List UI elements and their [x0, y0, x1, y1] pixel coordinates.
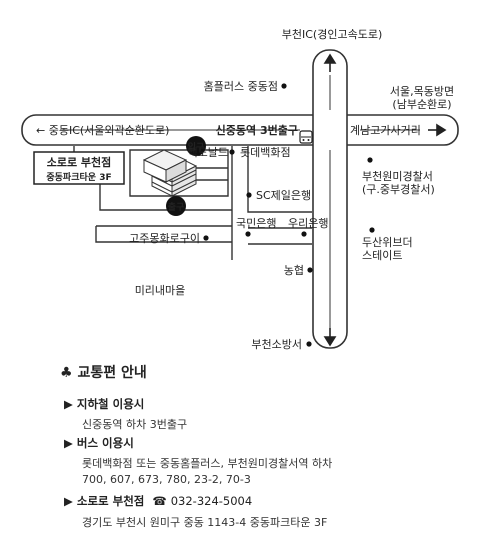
bus-lines-text: 700, 607, 673, 780, 23-2, 70-3 — [82, 473, 251, 486]
subway-text: 신중동역 하차 3번출구 — [82, 418, 188, 431]
bus-heading: ▶ 버스 이용시 — [64, 436, 134, 450]
top-road-label: 부천IC(경인고속도로) — [282, 27, 382, 41]
entrance-badge: 입구 — [186, 136, 206, 156]
triangle-bullet-icon: ▶ — [64, 494, 73, 508]
svg-text:입구: 입구 — [188, 141, 205, 153]
police-label: 부천원미경찰서 — [362, 169, 433, 183]
store-address: 경기도 부천시 원미구 중동 1143-4 중동파크타운 3F — [82, 516, 328, 529]
station-exit-label: 신중동역 3번출구 — [216, 123, 298, 137]
police-sub-label: (구.중부경찰서) — [362, 183, 435, 196]
mirinae-label: 미리내마을 — [135, 284, 186, 297]
seoul-direction-sub: (남부순환로) — [392, 98, 451, 111]
left-road-label: ← 중동IC(서울외곽순환도로) — [36, 124, 169, 137]
store-label-box: 소로로 부천점 중동파크타운 3F — [33, 151, 125, 185]
overpass-label: 계남고가사거리 — [350, 124, 421, 137]
nonghyup-label: 농협 — [284, 264, 304, 277]
subway-icon — [299, 130, 313, 144]
kookmin-label: 국민은행 — [236, 217, 276, 230]
phone-icon: ☎ — [152, 494, 167, 508]
store-building — [142, 149, 198, 197]
lotte-label: 롯데백화점 — [240, 146, 291, 159]
svg-text:출구: 출구 — [168, 201, 185, 213]
direction-arrows — [323, 53, 447, 347]
doosan-label-2: 스테이트 — [362, 249, 402, 262]
store-heading: ▶ 소로로 부천점 ☎ 032-324-5004 — [64, 494, 253, 508]
bus-stops-text: 롯데백화점 또는 중동홈플러스, 부천원미경찰서역 하차 — [82, 457, 333, 470]
doosan-label: 두산위브더 — [362, 236, 413, 249]
store-location: 중동파크타운 3F — [46, 171, 111, 183]
woori-label: 우리은행 — [288, 217, 328, 230]
location-map: 입구 출구 소로로 부천점 중동파크타운 3F — [21, 27, 459, 351]
gogu-label: 고주몽화로구이 — [129, 232, 200, 245]
triangle-bullet-icon: ▶ — [64, 397, 73, 411]
subway-heading: ▶ 지하철 이용시 — [64, 397, 145, 411]
sc-bank-label: SC제일은행 — [256, 188, 311, 202]
fire-station-label: 부천소방서 — [251, 337, 302, 351]
store-name: 소로로 부천점 — [47, 155, 112, 169]
mcdonalds-label: 맥도날드 — [188, 146, 228, 159]
homeplus-label: 홈플러스 중동점 — [204, 79, 278, 93]
seoul-direction-label: 서울,목동방면 — [390, 85, 454, 98]
exit-badge: 출구 — [166, 196, 186, 216]
triangle-bullet-icon: ▶ — [64, 436, 73, 450]
landmark-dots — [203, 83, 375, 347]
club-icon: ♣ — [60, 365, 73, 381]
store-phone: 032-324-5004 — [170, 494, 253, 508]
info-title: ♣ 교통편 안내 — [60, 365, 147, 381]
